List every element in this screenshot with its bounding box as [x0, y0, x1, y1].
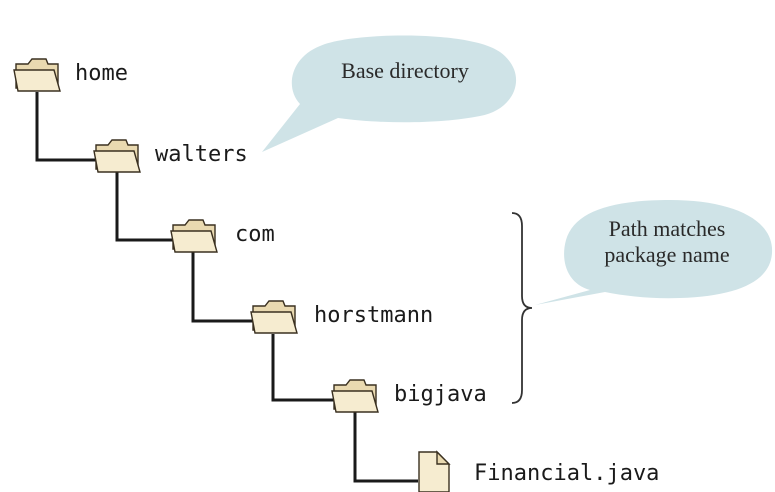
- connector-walters-com: [115, 172, 176, 242]
- callout-bubble: [262, 35, 517, 153]
- file-icon: [418, 450, 451, 492]
- callout-path-matches: Path matches package name: [535, 200, 773, 305]
- connector-com-horstmann: [191, 252, 256, 323]
- folder-icon: [13, 58, 61, 92]
- connector-bigjava-financial: [353, 412, 418, 483]
- folder-icon: [331, 379, 379, 413]
- callout-base-directory: Base directory: [262, 35, 517, 153]
- folder-icon: [93, 139, 141, 173]
- tree-label-com: com: [235, 222, 275, 247]
- tree-label-horstmann: horstmann: [314, 303, 433, 328]
- callout-base-directory-text: Base directory: [341, 58, 469, 83]
- callout-bubble: [535, 200, 773, 305]
- callout-path-matches-line1: Path matches: [609, 216, 726, 241]
- tree-label-walters: walters: [155, 142, 248, 167]
- folder-icon: [250, 300, 298, 334]
- connector-horstmann-bigjava: [271, 334, 336, 402]
- callout-path-matches-line2: package name: [604, 242, 729, 267]
- folder-icon: [170, 219, 218, 253]
- tree-label-bigjava: bigjava: [394, 382, 487, 407]
- tree-connectors: [35, 92, 418, 483]
- tree-label-financial-java: Financial.java: [474, 461, 659, 486]
- right-brace: [511, 212, 533, 404]
- tree-label-home: home: [75, 61, 128, 86]
- connector-home-walters: [35, 92, 100, 162]
